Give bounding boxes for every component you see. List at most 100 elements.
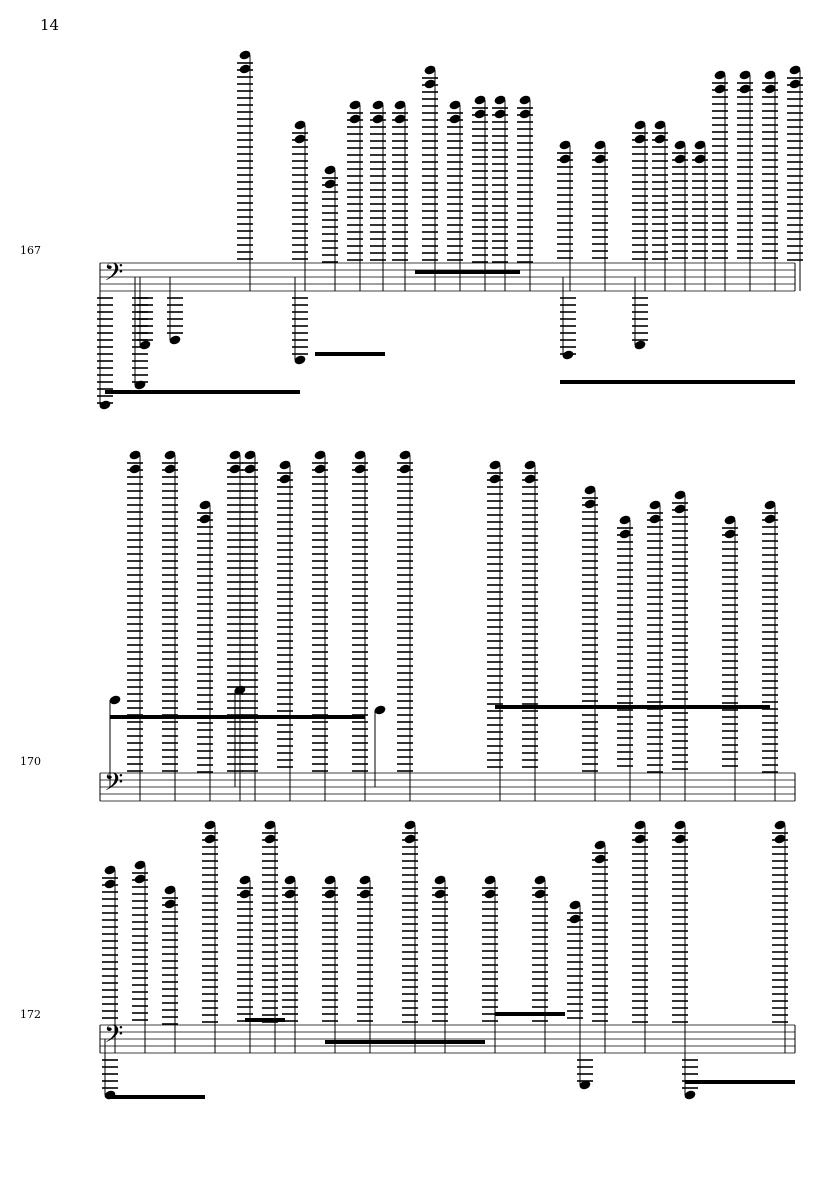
notehead	[164, 464, 176, 474]
notehead	[359, 889, 371, 899]
notehead	[279, 460, 291, 470]
bass-clef-icon: 𝄢	[104, 768, 123, 803]
notehead	[739, 70, 751, 80]
notehead	[584, 485, 596, 495]
notehead	[129, 450, 141, 460]
notehead	[774, 820, 786, 830]
notehead	[104, 879, 116, 889]
notehead	[324, 889, 336, 899]
measure-number: 172	[20, 1008, 41, 1021]
notehead	[314, 450, 326, 460]
notehead	[649, 500, 661, 510]
notehead	[474, 95, 486, 105]
notehead	[559, 154, 571, 164]
notehead	[199, 514, 211, 524]
notehead	[474, 109, 486, 119]
notehead	[724, 515, 736, 525]
notehead	[739, 84, 751, 94]
notehead	[354, 464, 366, 474]
notehead	[764, 500, 776, 510]
bass-clef-icon: 𝄢	[104, 1020, 123, 1055]
notehead	[129, 464, 141, 474]
notehead	[104, 865, 116, 875]
notehead	[139, 340, 151, 350]
notehead	[244, 450, 256, 460]
notehead	[349, 100, 361, 110]
notehead	[324, 165, 336, 175]
notehead	[724, 529, 736, 539]
notehead	[359, 875, 371, 885]
notehead	[534, 889, 546, 899]
notehead	[239, 875, 251, 885]
notehead	[284, 889, 296, 899]
notehead	[584, 499, 596, 509]
notehead	[354, 450, 366, 460]
notehead	[134, 874, 146, 884]
notehead	[594, 854, 606, 864]
notehead	[394, 100, 406, 110]
notehead	[244, 464, 256, 474]
notehead	[634, 834, 646, 844]
notehead	[764, 84, 776, 94]
notehead	[654, 134, 666, 144]
notehead	[674, 490, 686, 500]
notehead	[559, 140, 571, 150]
notehead	[449, 114, 461, 124]
notehead	[674, 154, 686, 164]
beam	[700, 705, 770, 709]
notehead	[372, 114, 384, 124]
notehead	[562, 350, 574, 360]
notehead	[164, 899, 176, 909]
notehead	[374, 705, 386, 715]
notehead	[594, 154, 606, 164]
notehead	[534, 875, 546, 885]
notehead	[494, 109, 506, 119]
beam	[495, 705, 700, 709]
notehead	[524, 474, 536, 484]
notehead	[649, 514, 661, 524]
notehead	[484, 875, 496, 885]
notehead	[239, 889, 251, 899]
notehead	[694, 154, 706, 164]
notehead	[204, 834, 216, 844]
notehead	[634, 134, 646, 144]
notehead	[569, 914, 581, 924]
notehead	[239, 64, 251, 74]
beam	[325, 1040, 485, 1044]
notehead	[484, 889, 496, 899]
notehead	[674, 504, 686, 514]
notehead	[294, 120, 306, 130]
notehead	[109, 695, 121, 705]
notehead	[674, 820, 686, 830]
notehead	[394, 114, 406, 124]
beam	[110, 1095, 205, 1099]
notehead	[634, 120, 646, 130]
notehead	[619, 529, 631, 539]
notehead	[199, 500, 211, 510]
beam	[105, 390, 300, 394]
notehead	[294, 355, 306, 365]
beam	[685, 1080, 795, 1084]
notehead	[519, 95, 531, 105]
notehead	[229, 450, 241, 460]
notehead	[264, 834, 276, 844]
measure-number: 167	[20, 244, 41, 257]
notehead	[424, 79, 436, 89]
notehead	[654, 120, 666, 130]
notehead	[324, 875, 336, 885]
notehead	[234, 685, 246, 695]
notehead	[264, 820, 276, 830]
beam	[110, 715, 365, 719]
notehead	[684, 1090, 696, 1100]
notehead	[774, 834, 786, 844]
notehead	[204, 820, 216, 830]
notehead	[134, 860, 146, 870]
notehead	[164, 885, 176, 895]
notehead	[99, 400, 111, 410]
notehead	[294, 134, 306, 144]
notehead	[524, 460, 536, 470]
beam	[245, 1018, 285, 1022]
notehead	[372, 100, 384, 110]
notehead	[404, 834, 416, 844]
